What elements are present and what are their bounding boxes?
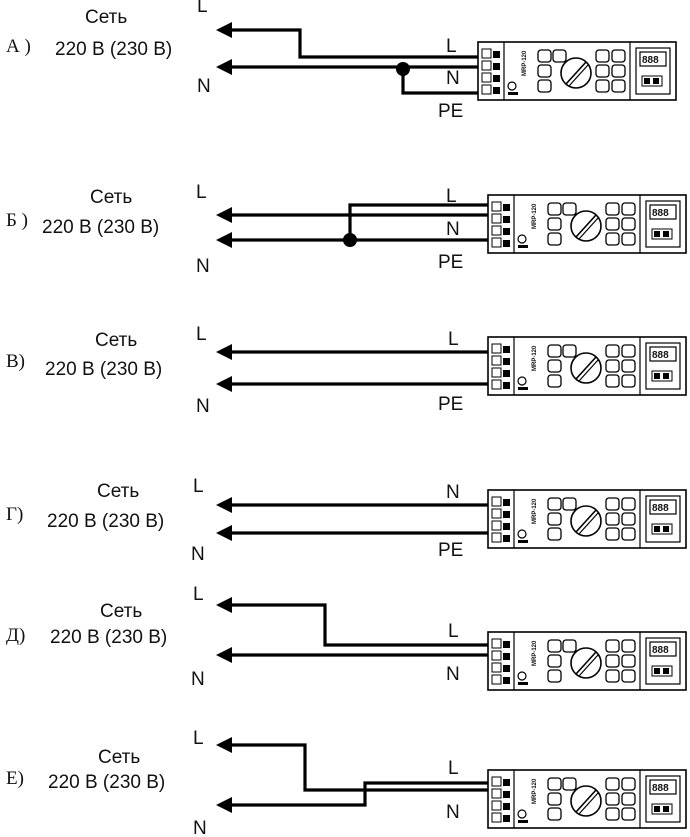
junction-dot [396,62,410,76]
device-model-label: MRP-120 [532,778,538,804]
arrow-N [216,59,232,75]
device-model-label: MRP-120 [522,50,528,76]
neutral-N-label: N [196,256,210,277]
relay-device-2: MRP-120 888 [487,336,687,396]
phase-L-label: L [197,0,208,17]
wiring-row-V: В) Сеть 220 В (230 В) L N MRP-120 888 L PE [6,324,687,417]
relay-device-body [487,489,687,549]
device-display-digits: 888 [652,783,669,794]
device-display-digits: 888 [652,503,669,514]
arrow-L [216,597,232,613]
wire-L [230,603,488,647]
relay-device-5: MRP-120 888 [487,769,687,829]
terminal-label-L: L [448,329,459,350]
arrow-L [216,344,232,360]
device-display-digits: 888 [652,208,669,219]
terminal-label-N: N [446,664,460,685]
network-label: Сеть [100,601,142,622]
terminal-label-N: N [446,802,460,823]
device-model-label: MRP-120 [532,498,538,524]
neutral-N-label: N [196,396,210,417]
terminal-label-L: L [446,186,457,207]
relay-device-4: MRP-120 888 [487,631,687,691]
phase-L-label: L [193,584,204,605]
network-label: Сеть [90,187,132,208]
terminal-label-PE: PE [438,540,463,561]
relay-device-body [487,336,687,396]
relay-device-body [477,41,677,101]
phase-L-label: L [193,728,204,749]
voltage-label: 220 В (230 В) [45,359,162,380]
neutral-N-label: N [191,669,205,690]
voltage-label: 220 В (230 В) [55,39,172,60]
relay-device-3: MRP-120 888 [487,489,687,549]
relay-device-body [487,631,687,691]
arrow-N [216,525,232,541]
voltage-label: 220 В (230 В) [47,511,164,532]
device-model-label: MRP-120 [532,345,538,371]
network-label: Сеть [98,747,140,768]
arrow-L [216,207,232,223]
arrow-N [216,376,232,392]
wire-N [230,781,488,807]
terminal-label-N: N [446,482,460,503]
row-letter: Д) [6,625,25,646]
terminal-label-N: N [446,68,460,89]
arrow-L [216,497,232,513]
terminal-label-L: L [448,621,459,642]
row-letter: Е) [6,768,24,789]
device-display-digits: 888 [652,350,669,361]
voltage-label: 220 В (230 В) [48,772,165,793]
junction-dot [343,233,357,247]
neutral-N-label: N [191,544,205,565]
voltage-label: 220 В (230 В) [42,217,159,238]
neutral-N-label: N [193,818,207,837]
neutral-N-label: N [197,76,211,97]
row-letter: Г) [6,504,23,525]
phase-L-label: L [196,324,207,345]
device-model-label: MRP-120 [532,203,538,229]
network-label: Сеть [95,330,137,351]
relay-device-body [487,769,687,829]
terminal-label-PE: PE [438,252,463,273]
terminal-label-N: N [446,219,460,240]
network-label: Сеть [97,481,139,502]
voltage-label: 220 В (230 В) [50,627,167,648]
row-letter: Б ) [6,210,28,231]
phase-L-label: L [193,476,204,497]
network-label: Сеть [85,7,127,28]
wiring-row-D: Д) Сеть 220 В (230 В) L N MRP-120 888 L N [6,584,687,691]
device-display-digits: 888 [652,645,669,656]
terminal-label-PE: PE [438,101,463,122]
phase-L-label: L [196,182,207,203]
relay-device-1: MRP-120 888 [487,194,687,254]
row-letter: В) [6,351,25,372]
row-letter: А ) [6,36,31,57]
arrow-N [216,647,232,663]
wire-PE [348,203,488,240]
wiring-row-E: Е) Сеть 220 В (230 В) L N MRP-120 888 L N [6,728,687,837]
relay-device-body [487,194,687,254]
wire-PE [401,67,478,95]
arrow-L [216,22,232,38]
terminal-label-PE: PE [438,394,463,415]
terminal-label-L: L [448,758,459,779]
wire-L [230,28,478,59]
wire-L [230,743,488,792]
device-model-label: MRP-120 [532,640,538,666]
arrow-L [216,737,232,753]
arrow-N [216,797,232,813]
device-display-digits: 888 [642,55,659,66]
arrow-N [216,232,232,248]
relay-device-0: MRP-120 888 [477,41,677,101]
terminal-label-L: L [446,36,457,57]
